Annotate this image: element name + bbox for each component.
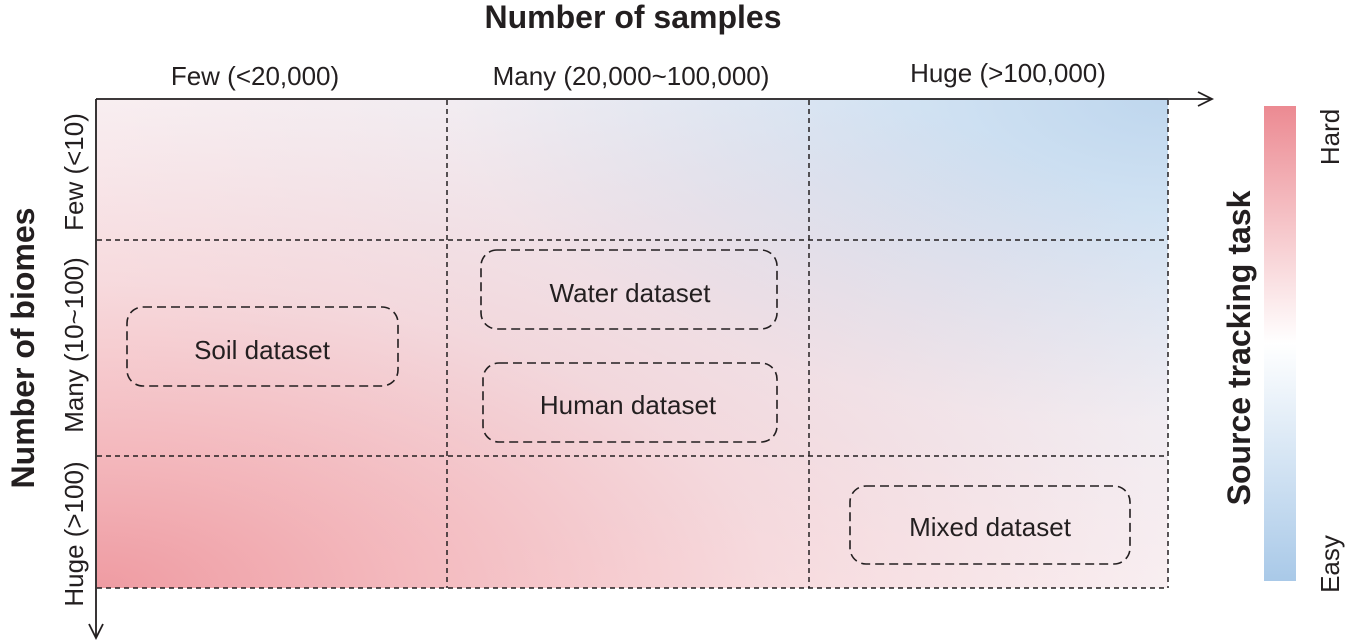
colorbar-title: Source tracking task [1221,190,1257,505]
dataset-box-human: Human dataset [482,362,778,443]
x-category-many: Many (20,000~100,000) [493,61,770,91]
y-category-many: Many (10~100) [59,257,89,433]
dataset-label-water: Water dataset [550,278,712,308]
colorbar-low-label: Easy [1315,535,1345,593]
dataset-label-mixed: Mixed dataset [909,512,1072,542]
x-axis-title: Number of samples [485,0,782,35]
colorbar-high-label: Hard [1315,109,1345,165]
colorbar: Source tracking task Hard Easy [1221,106,1345,593]
y-category-few: Few (<10) [59,113,89,231]
y-category-huge: Huge (>100) [59,461,89,606]
dataset-label-soil: Soil dataset [194,335,331,365]
x-category-few: Few (<20,000) [171,61,339,91]
dataset-label-human: Human dataset [540,390,717,420]
dataset-box-soil: Soil dataset [126,306,399,387]
y-axis-title: Number of biomes [5,208,41,489]
dataset-box-mixed: Mixed dataset [849,485,1131,565]
difficulty-background [97,98,1168,588]
dataset-box-water: Water dataset [480,249,778,330]
axes [88,91,1215,641]
x-axis-arrow-icon [1197,91,1215,107]
colorbar-gradient [1264,106,1296,581]
x-category-huge: Huge (>100,000) [910,58,1106,88]
grid-lines [97,100,1169,589]
y-axis-arrow-icon [88,623,104,641]
